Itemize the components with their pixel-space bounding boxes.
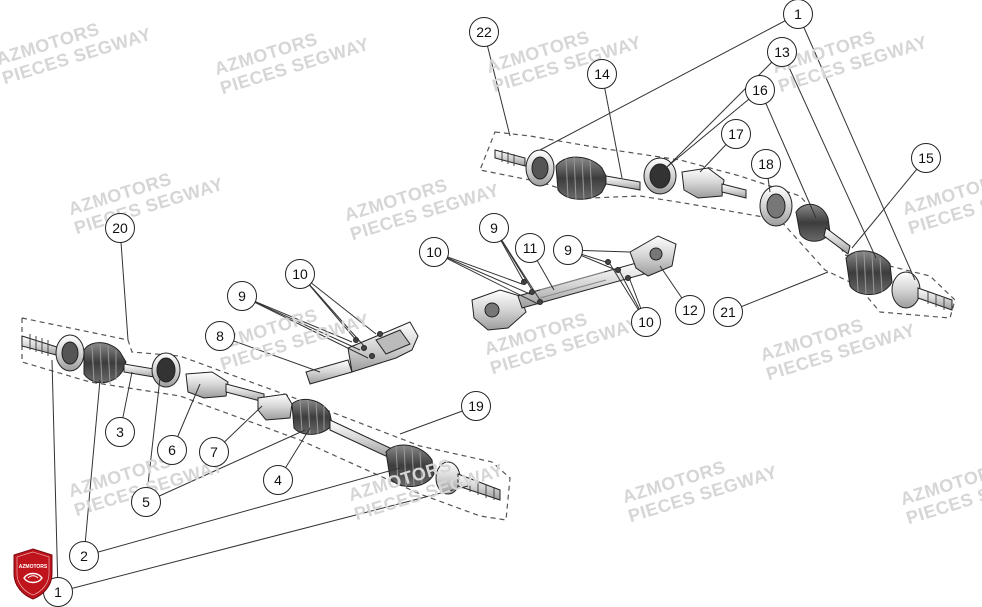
svg-text:AZMOTORS: AZMOTORS [19, 564, 48, 570]
callout-13[interactable]: 13 [767, 37, 797, 67]
callout-22[interactable]: 22 [469, 17, 499, 47]
callout-14[interactable]: 14 [587, 59, 617, 89]
callout-10[interactable]: 10 [631, 307, 661, 337]
callout-6[interactable]: 6 [157, 435, 187, 465]
callout-8[interactable]: 8 [205, 321, 235, 351]
callout-3[interactable]: 3 [105, 417, 135, 447]
leader-lines [51, 13, 927, 593]
callout-21[interactable]: 21 [713, 297, 743, 327]
callout-20[interactable]: 20 [105, 213, 135, 243]
callout-9[interactable]: 9 [553, 235, 583, 265]
callout-12[interactable]: 12 [675, 295, 705, 325]
callout-18[interactable]: 18 [751, 149, 781, 179]
callout-11[interactable]: 11 [515, 233, 545, 263]
callout-4[interactable]: 4 [263, 465, 293, 495]
callout-16[interactable]: 16 [745, 75, 775, 105]
callout-9[interactable]: 9 [479, 213, 509, 243]
lower-axle-assembly [21, 334, 501, 501]
callout-15[interactable]: 15 [911, 143, 941, 173]
callout-5[interactable]: 5 [131, 487, 161, 517]
assembly-outline-19 [21, 317, 511, 521]
callout-10[interactable]: 10 [419, 237, 449, 267]
callout-9[interactable]: 9 [227, 281, 257, 311]
upper-axle-assembly [494, 149, 953, 311]
propeller-shaft-center [471, 235, 677, 331]
callout-2[interactable]: 2 [69, 541, 99, 571]
callout-10[interactable]: 10 [285, 259, 315, 289]
callout-7[interactable]: 7 [199, 437, 229, 467]
callout-19[interactable]: 19 [461, 391, 491, 421]
assembly-outline-21 [479, 131, 956, 319]
brand-logo: AZMOTORS [13, 548, 53, 600]
callout-17[interactable]: 17 [721, 119, 751, 149]
callout-1[interactable]: 1 [783, 0, 813, 29]
